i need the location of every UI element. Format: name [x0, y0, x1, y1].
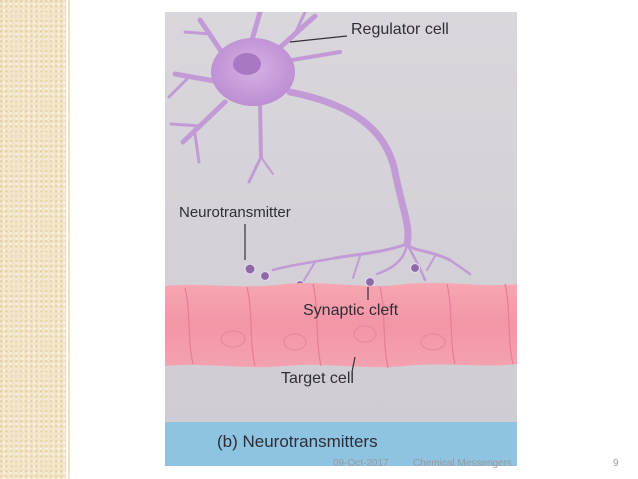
figure-caption: (b) Neurotransmitters [217, 432, 378, 451]
page-number: 9 [613, 458, 619, 469]
caption-bar [165, 422, 517, 466]
target-cell-layer [165, 282, 517, 368]
side-band-divider [68, 0, 70, 479]
footer-date: 09-Oct-2017 [333, 458, 389, 469]
neurotransmitter-figure: Regulator cell Neurotransmitter Synaptic… [165, 12, 517, 466]
label-regulator-cell: Regulator cell [351, 21, 449, 38]
label-leader-lines [244, 35, 369, 373]
target-cell-nuclei [220, 325, 446, 351]
footer-title: Chemical Messengers [413, 458, 512, 469]
label-target-cell: Target cell [281, 370, 354, 387]
decorative-side-band [0, 0, 66, 479]
neurotransmitter-vesicles [244, 262, 421, 291]
label-synaptic-cleft: Synaptic cleft [303, 302, 399, 319]
figure-illustration [165, 12, 517, 466]
label-neurotransmitter: Neurotransmitter [179, 204, 291, 221]
target-cell-boundaries [184, 283, 514, 369]
neuron-nucleus [233, 53, 261, 75]
